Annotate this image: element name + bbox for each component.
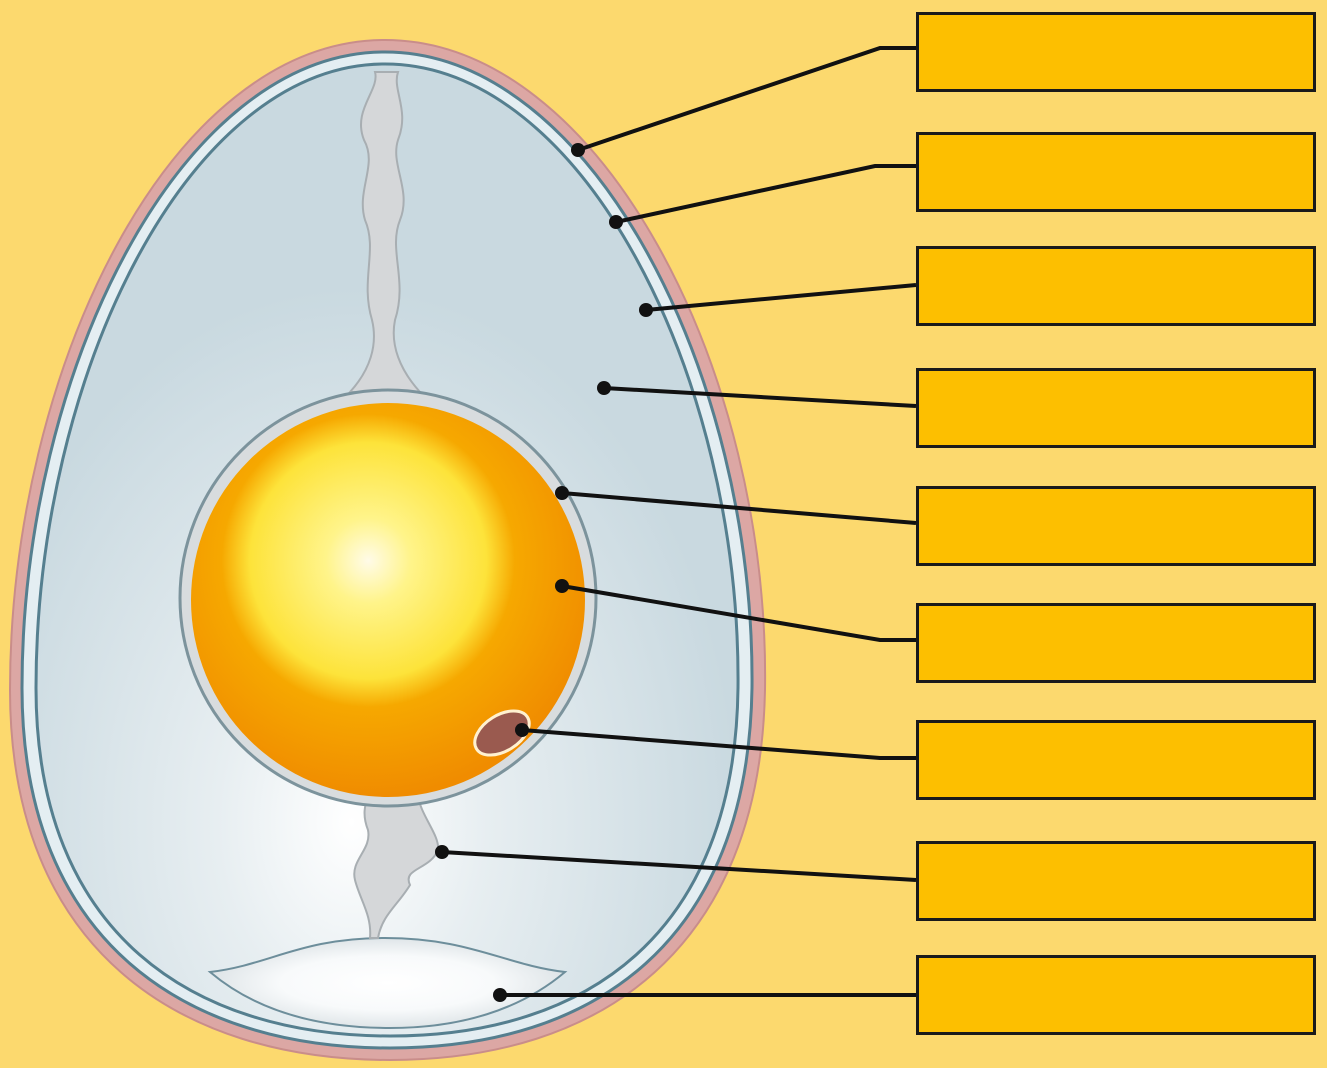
- label-box-outer-shell-membrane[interactable]: [916, 132, 1316, 212]
- label-box-germinal-disc[interactable]: [916, 720, 1316, 800]
- leader-line-inner-membrane: [646, 285, 916, 310]
- leader-dot-inner-membrane: [639, 303, 653, 317]
- label-box-albumen[interactable]: [916, 368, 1316, 448]
- label-box-air-cell[interactable]: [916, 955, 1316, 1035]
- leader-dot-air-cell: [493, 988, 507, 1002]
- label-box-shell[interactable]: [916, 12, 1316, 92]
- leader-dot-shell: [571, 143, 585, 157]
- leader-dot-yolk: [555, 579, 569, 593]
- leader-dot-outer-membrane: [609, 215, 623, 229]
- leader-dot-albumen: [597, 381, 611, 395]
- label-box-yolk[interactable]: [916, 603, 1316, 683]
- leader-dot-chalaza: [435, 845, 449, 859]
- label-box-inner-shell-membrane[interactable]: [916, 246, 1316, 326]
- label-box-chalaza[interactable]: [916, 841, 1316, 921]
- yolk: [191, 403, 585, 797]
- leader-dot-germinal-disc: [515, 723, 529, 737]
- label-box-vitelline-membrane[interactable]: [916, 486, 1316, 566]
- leader-line-outer-membrane: [616, 166, 916, 222]
- leader-dot-vitelline: [555, 486, 569, 500]
- leader-line-shell: [578, 48, 916, 150]
